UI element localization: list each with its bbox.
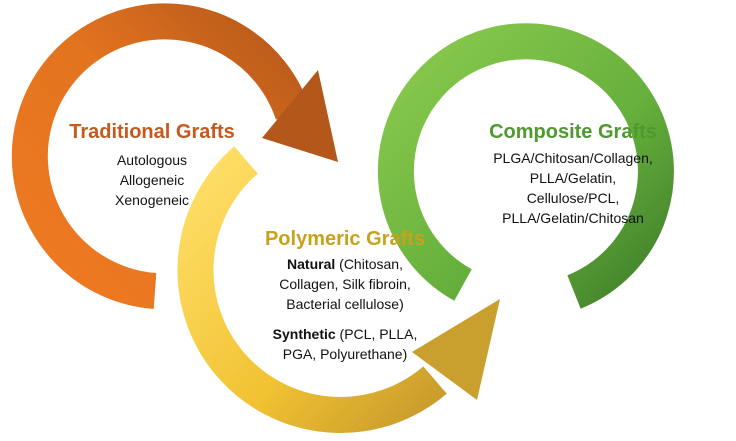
polymeric-arrowhead — [412, 299, 500, 400]
synthetic-text: (PCL, PLLA, — [335, 326, 418, 342]
traditional-item: Xenogeneic — [115, 192, 189, 208]
polymeric-natural-line-2: Collagen, Silk fibroin, — [279, 276, 411, 292]
polymeric-ring — [177, 146, 447, 433]
polymeric-natural-line-3: Bacterial cellulose) — [286, 296, 404, 312]
traditional-ring — [11, 3, 311, 309]
composite-item: PLLA/Gelatin, — [529, 170, 617, 186]
traditional-item: Allogeneic — [119, 172, 185, 188]
natural-text: (Chitosan, — [335, 256, 403, 272]
traditional-item: Autologous — [116, 152, 188, 168]
polymeric-title: Polymeric Grafts — [264, 228, 426, 250]
polymeric-natural-line-1: Natural (Chitosan, — [245, 254, 445, 274]
composite-item: PLLA/Gelatin/Chitosan — [502, 210, 644, 226]
synthetic-label: Synthetic — [272, 326, 336, 342]
composite-ring — [377, 23, 674, 309]
composite-item: PLGA/Chitosan/Collagen, — [493, 150, 653, 166]
traditional-title: Traditional Grafts — [69, 121, 235, 143]
polymeric-synthetic-line-1: Synthetic (PCL, PLLA, — [245, 324, 445, 344]
composite-item: Cellulose/PCL, — [526, 190, 620, 206]
traditional-arrowhead — [262, 70, 338, 162]
polymeric-synthetic-line-2: PGA, Polyurethane) — [282, 346, 408, 362]
natural-label: Natural — [287, 256, 336, 272]
composite-title: Composite Grafts — [489, 121, 657, 143]
